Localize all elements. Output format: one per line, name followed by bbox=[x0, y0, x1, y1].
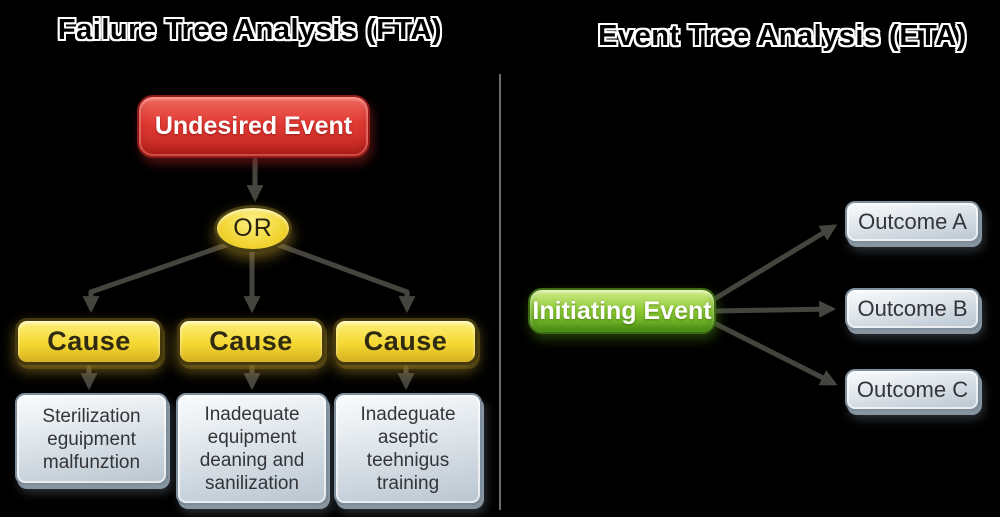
fta-or-gate-node: OR bbox=[214, 205, 292, 252]
connector-gate-to-cause-left bbox=[82, 241, 232, 314]
detail-line: deaning and bbox=[199, 450, 305, 471]
eta-outcome-node-c: Outcome C bbox=[845, 369, 980, 411]
detail-line: eguipment bbox=[47, 428, 136, 450]
undesired-event-label: Undesired Event bbox=[154, 112, 353, 140]
detail-line: teehnigus bbox=[366, 450, 450, 471]
eta-title: Event Tree Analysis (ETA) bbox=[598, 20, 967, 52]
panel-divider bbox=[499, 74, 501, 510]
detail-line: equipment bbox=[207, 427, 297, 448]
cause-label: Cause bbox=[209, 326, 293, 356]
connector-initiating-to-outcome-c bbox=[713, 321, 838, 386]
outcome-label: Outcome A bbox=[858, 209, 967, 234]
detail-line: Inadequate bbox=[204, 404, 300, 425]
fta-detail-box-1: Sterilization eguipment malfunztion bbox=[15, 393, 168, 485]
outcome-label: Outcome B bbox=[857, 296, 968, 321]
fta-title: Failure Tree Analysis (FTA) bbox=[57, 14, 443, 46]
cause-label: Cause bbox=[47, 326, 131, 356]
eta-initiating-event-node: Initiating Event bbox=[528, 288, 716, 334]
fta-cause-node-2: Cause bbox=[177, 318, 325, 365]
cause-label: Cause bbox=[363, 326, 448, 356]
outcome-label: Outcome C bbox=[856, 377, 969, 402]
connector-initiating-to-outcome-a bbox=[713, 224, 838, 301]
detail-line: aseptic bbox=[377, 427, 439, 448]
or-gate-label: OR bbox=[233, 214, 273, 242]
fta-cause-node-1: Cause bbox=[15, 318, 163, 365]
detail-line: training bbox=[376, 473, 440, 494]
eta-outcome-node-b: Outcome B bbox=[845, 288, 980, 330]
fta-detail-box-2: Inadequate equipment deaning and saniliz… bbox=[176, 393, 328, 505]
eta-outcome-node-a: Outcome A bbox=[845, 201, 980, 243]
detail-line: Inadeguate bbox=[360, 404, 456, 425]
detail-line: malfunztion bbox=[42, 451, 141, 473]
fta-undesired-event-node: Undesired Event bbox=[137, 95, 370, 158]
detail-line: Sterilization bbox=[42, 405, 141, 427]
connector-initiating-to-outcome-b bbox=[713, 300, 837, 318]
detail-line: sanilization bbox=[205, 473, 299, 494]
connector-gate-to-cause-right bbox=[273, 241, 416, 314]
fta-detail-box-3: Inadeguate aseptic teehnigus training bbox=[334, 393, 482, 505]
fta-cause-node-3: Cause bbox=[333, 318, 478, 365]
initiating-event-label: Initiating Event bbox=[532, 296, 712, 325]
